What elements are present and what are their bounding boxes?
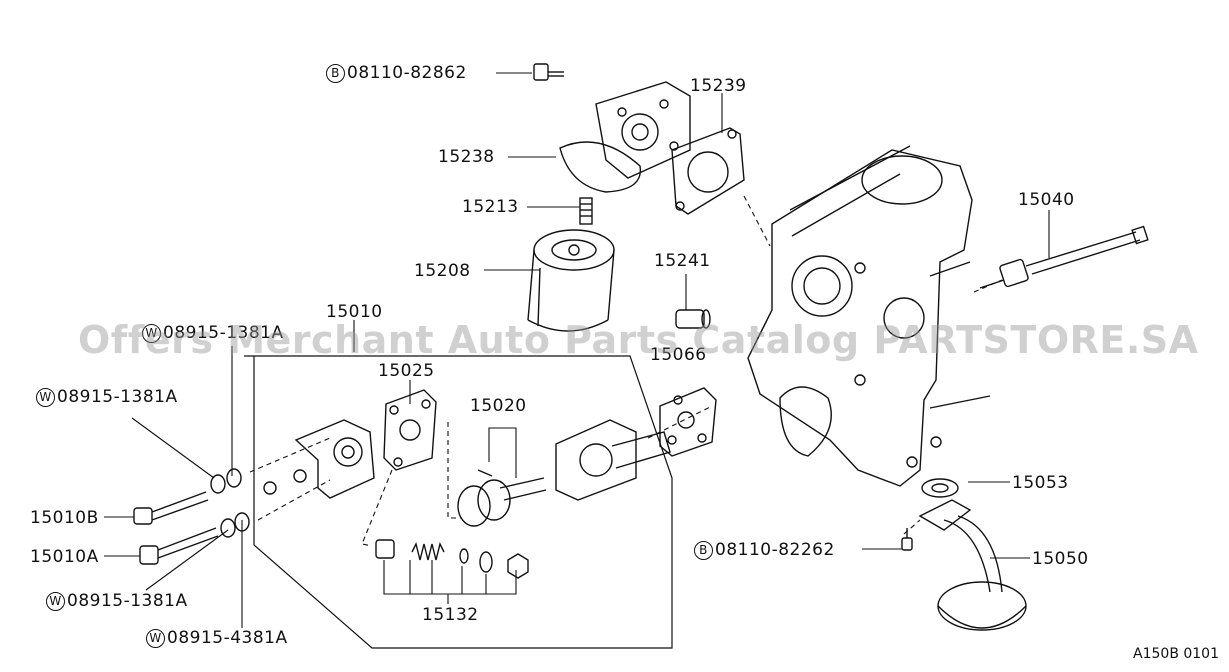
relief-valve-15132	[375, 539, 529, 579]
leader-lines	[104, 72, 1050, 628]
filter-bracket-15238	[559, 81, 691, 193]
bolt-code: 08110-82862	[347, 63, 467, 83]
part-label-15010A: 15010A	[30, 547, 99, 567]
part-label-15241: 15241	[654, 251, 711, 271]
stud-15213	[579, 197, 593, 225]
part-label-15132: 15132	[422, 605, 479, 625]
assembly-frame	[244, 355, 673, 649]
bolt-symbol: B	[326, 64, 345, 83]
washer-symbol: W	[142, 324, 161, 343]
part-label-15213: 15213	[462, 197, 519, 217]
bolt-08110-82862	[533, 63, 564, 81]
part-label-15020: 15020	[470, 396, 527, 416]
washer-code: 08915-1381A	[57, 387, 178, 407]
part-label-15050: 15050	[1032, 549, 1089, 569]
pump-body	[263, 419, 375, 499]
part-label-15025: 15025	[378, 361, 435, 381]
washer-symbol: W	[36, 388, 55, 407]
gasket-15025	[383, 389, 437, 471]
part-label-15010B: 15010B	[30, 508, 99, 528]
gasket-15066	[659, 387, 717, 457]
part-label-15010: 15010	[326, 302, 383, 322]
washer-code: 08915-4381A	[167, 628, 288, 648]
oil-strainer-15050	[918, 499, 1027, 631]
part-label-15066: 15066	[650, 345, 707, 365]
bolt-08110-82262	[901, 528, 913, 551]
bolt-symbol: B	[694, 541, 713, 560]
part-label-15238: 15238	[438, 147, 495, 167]
pump-rotor-15020	[457, 469, 547, 527]
bolt-15010A	[139, 527, 219, 565]
gasket-15053	[921, 478, 959, 498]
washer-code: 08915-1381A	[163, 323, 284, 343]
part-label-15040: 15040	[1018, 190, 1075, 210]
washer-code: 08915-1381A	[67, 591, 188, 611]
alignment-dashes	[249, 195, 1003, 547]
washers	[210, 468, 250, 538]
part-label-15208: 15208	[414, 261, 471, 281]
bolt-15010B	[133, 491, 209, 525]
part-label-15239: 15239	[690, 76, 747, 96]
washer-symbol: W	[46, 592, 65, 611]
engine-block	[747, 145, 991, 487]
oil-pressure-switch-15241	[675, 309, 711, 329]
diagram-code: A150B 0101	[1133, 646, 1219, 662]
pump-cover	[555, 419, 671, 501]
bolt-code: 08110-82262	[715, 540, 835, 560]
sensor-15040	[979, 225, 1149, 289]
part-label-15053: 15053	[1012, 473, 1069, 493]
oil-filter-15208	[527, 229, 615, 332]
washer-symbol: W	[146, 629, 165, 648]
gasket-15239	[671, 127, 745, 215]
